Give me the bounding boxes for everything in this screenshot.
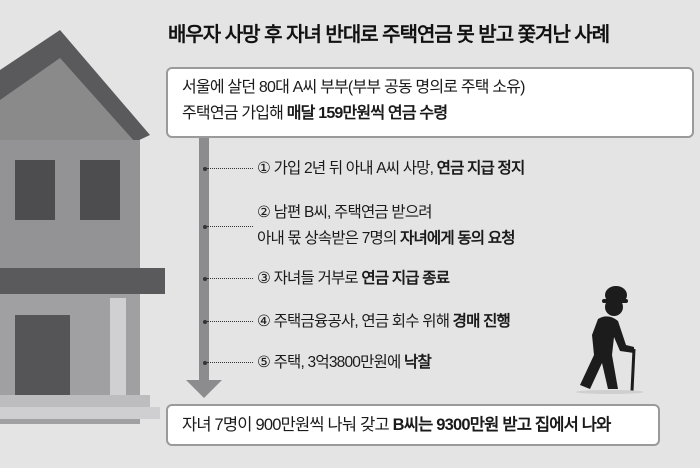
step-text: 아내 몫 상속받은 7명의 <box>257 230 400 247</box>
bullet-dot <box>203 225 207 229</box>
intro-line2-text: 주택연금 가입해 <box>182 105 287 122</box>
dotted-connector <box>207 362 253 363</box>
dotted-connector <box>207 226 253 227</box>
result-box: 자녀 7명이 900만원씩 나눠 갖고 B씨는 9300만원 받고 집에서 나와 <box>166 404 660 446</box>
bullet-dot <box>203 361 207 365</box>
house-illustration <box>0 30 165 424</box>
intro-line2-highlight: 매달 159만원씩 연금 수령 <box>286 105 448 122</box>
result-highlight: B씨는 9300만원 받고 집에서 나와 <box>392 416 612 434</box>
step-highlight: 낙찰 <box>403 354 432 371</box>
dotted-connector <box>207 321 253 322</box>
result-text: 자녀 7명이 900만원씩 나눠 갖고 <box>182 416 393 434</box>
step-text: ① 가입 2년 뒤 아내 A씨 사망, <box>257 160 437 177</box>
dotted-connector <box>207 278 253 279</box>
intro-line2: 주택연금 가입해 매달 159만원씩 연금 수령 <box>182 101 678 127</box>
page-title: 배우자 사망 후 자녀 반대로 주택연금 못 받고 쫓겨난 사례 <box>168 24 610 46</box>
step-text: ③ 자녀들 거부로 <box>257 270 362 287</box>
bullet-dot <box>203 320 207 324</box>
timeline-arrow-shaft <box>199 138 209 382</box>
step-text-line1: ② 남편 B씨, 주택연금 받으려 <box>257 204 433 221</box>
elderly-man-with-cane-icon <box>576 286 644 394</box>
dotted-connector <box>207 168 253 169</box>
step-highlight: 연금 지급 정지 <box>436 160 526 177</box>
step-text: ④ 주택금융공사, 연금 회수 위해 <box>257 313 453 330</box>
timeline-arrow-head <box>186 380 222 398</box>
step-highlight: 연금 지급 종료 <box>361 270 450 287</box>
bullet-dot <box>203 167 207 171</box>
bullet-dot <box>203 277 207 281</box>
step-text: ⑤ 주택, 3억3800만원에 <box>257 354 404 371</box>
step-highlight: 경매 진행 <box>452 313 511 330</box>
intro-line1: 서울에 살던 80대 A씨 부부(부부 공동 명의로 주택 소유) <box>182 79 526 96</box>
step-highlight: 자녀에게 동의 요청 <box>400 230 516 247</box>
intro-box: 서울에 살던 80대 A씨 부부(부부 공동 명의로 주택 소유) 주택연금 가… <box>166 67 694 138</box>
